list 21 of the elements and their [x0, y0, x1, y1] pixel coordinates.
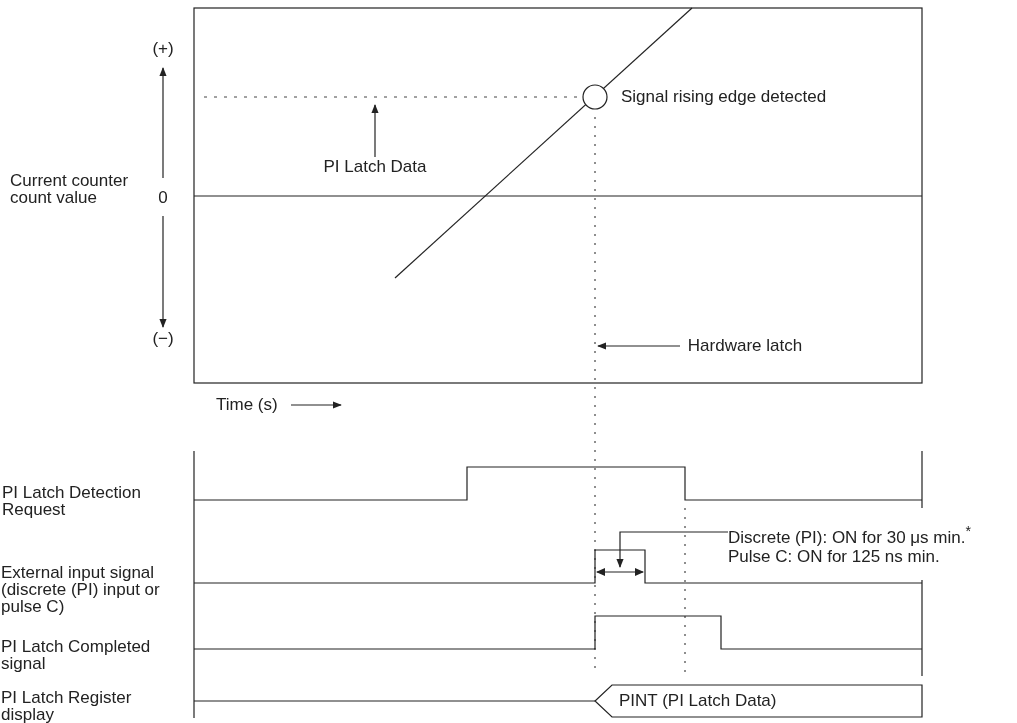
axis-label: Time (s)	[216, 396, 279, 413]
leader-arrow	[616, 531, 729, 568]
axis-label: (+)	[151, 40, 175, 57]
axis-label: PI Latch Completed signal	[1, 638, 152, 672]
annotation-text: Signal rising edge detected	[621, 87, 827, 107]
callout-text: Hardware latch	[680, 336, 810, 356]
pulse-width-dimension	[596, 568, 644, 576]
axis-label: PI Latch Register display	[1, 689, 133, 723]
note-text: Discrete (PI): ON for 30 μs min.$^{*}$	[728, 522, 971, 547]
axis-label: External input signal (discrete (PI) input or pulse C)	[1, 564, 161, 615]
note-text: Pulse C: ON for 125 ns min.	[728, 546, 941, 566]
axis-label: Current counter count value	[10, 172, 130, 206]
leader-arrow	[371, 104, 379, 158]
data-bus-shape	[595, 685, 922, 717]
bus-value-text: PINT (PI Latch Data)	[619, 691, 777, 711]
axis-label: 0	[157, 189, 169, 206]
leader-arrow	[597, 342, 681, 350]
axis-label: (−)	[151, 330, 175, 347]
callout-text: PI Latch Data	[310, 157, 440, 177]
detection-circle	[582, 84, 608, 110]
axis-label: PI Latch Detection Request	[2, 484, 142, 518]
